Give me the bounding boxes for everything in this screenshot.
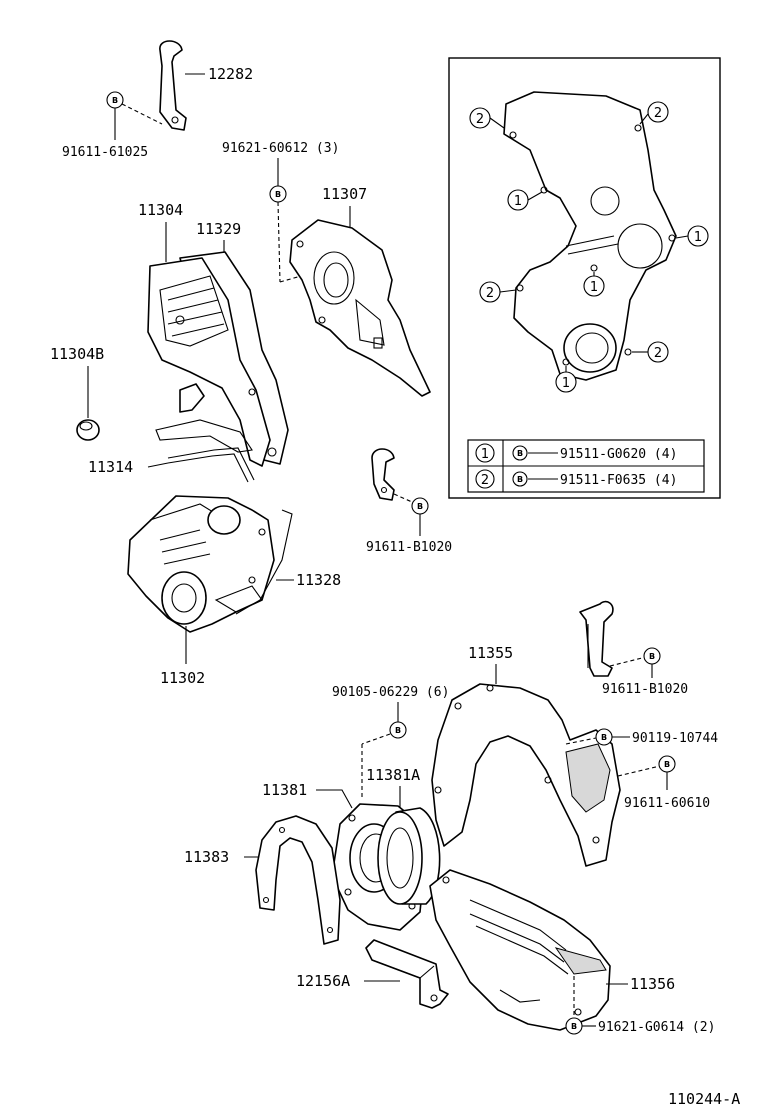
gasket-11328: [235, 509, 294, 615]
svg-text:2: 2: [654, 346, 662, 361]
label-12156A: 12156A: [296, 972, 350, 990]
svg-text:1: 1: [514, 194, 522, 209]
svg-text:2: 2: [654, 106, 662, 121]
svg-text:B: B: [417, 502, 423, 511]
bolt-91611-61025: B: [106, 91, 163, 140]
label-91611-60610: 91611-60610: [624, 796, 710, 811]
svg-text:B: B: [601, 733, 607, 742]
label-91611-B1020-a: 91611-B1020: [366, 540, 452, 555]
rear-cover-11307: [289, 219, 431, 397]
svg-text:2: 2: [476, 112, 484, 127]
inset-frame: [448, 57, 721, 499]
inset-callout: 1: [507, 189, 529, 211]
svg-text:B: B: [571, 1022, 577, 1031]
plate-11355: [431, 683, 621, 867]
gasket-11383: [255, 815, 341, 945]
label-11329: 11329: [196, 220, 241, 238]
svg-text:B: B: [275, 190, 281, 199]
legend-part: 91511-G0620 (4): [560, 447, 677, 462]
svg-text:1: 1: [562, 376, 570, 391]
bolt-symbol: B: [112, 96, 118, 105]
label-11356: 11356: [630, 975, 675, 993]
plug-11304B: [76, 419, 100, 441]
legend-row: 1 B 91511-G0620 (4): [475, 443, 677, 463]
svg-text:1: 1: [590, 280, 598, 295]
gasket-11314: [167, 447, 255, 483]
inset-legend: 1 B 91511-G0620 (4) 2 B 91511-F0635 (4): [467, 439, 705, 493]
svg-text:2: 2: [486, 286, 494, 301]
bracket-91611-b1020-a: B: [371, 448, 429, 536]
inset-callout: 2: [469, 107, 491, 129]
inset-callout: 1: [583, 275, 605, 297]
inset-callout: 1: [555, 371, 577, 393]
label-11383: 11383: [184, 848, 229, 866]
legend-row: 2 B 91511-F0635 (4): [475, 469, 677, 489]
svg-text:B: B: [664, 760, 670, 769]
label-91611-B1020-b: 91611-B1020: [602, 682, 688, 697]
label-12282: 12282: [208, 65, 253, 83]
inset-callout: 1: [687, 225, 709, 247]
bolt-91621-G0614: B: [565, 976, 596, 1035]
bolt-90119-10744: B: [565, 728, 630, 746]
label-91611-61025: 91611-61025: [62, 145, 148, 160]
svg-text:B: B: [517, 475, 523, 484]
inset-callout: 2: [647, 101, 669, 123]
label-11328: 11328: [296, 571, 341, 589]
oil-seal-11381A: [377, 807, 441, 905]
bracket-12282: [159, 40, 205, 131]
upper-cover-11304: [147, 251, 289, 467]
label-11307: 11307: [322, 185, 367, 203]
diagram-id: 110244-A: [668, 1090, 740, 1108]
label-11381A: 11381A: [366, 766, 420, 784]
label-91621-60612: 91621-60612 (3): [222, 141, 339, 156]
svg-text:1: 1: [694, 230, 702, 245]
label-11304: 11304: [138, 201, 183, 219]
legend-part: 91511-F0635 (4): [560, 473, 677, 488]
label-11355: 11355: [468, 644, 513, 662]
label-90119-10744: 90119-10744: [632, 731, 718, 746]
bolt-91621-60612: B: [269, 158, 309, 283]
lower-cover-11302: [127, 495, 275, 633]
label-11381: 11381: [262, 781, 307, 799]
svg-text:1: 1: [481, 447, 489, 462]
bolt-90105-06229: B: [361, 702, 407, 800]
label-90105-06229: 90105-06229 (6): [332, 685, 449, 700]
svg-text:2: 2: [481, 473, 489, 488]
bolt-91611-60610: B: [617, 755, 676, 790]
bracket-91611-b1020-b: B: [579, 600, 661, 678]
svg-text:B: B: [649, 652, 655, 661]
svg-text:B: B: [517, 449, 523, 458]
label-11304B: 11304B: [50, 345, 104, 363]
label-91621-G0614: 91621-G0614 (2): [598, 1020, 715, 1035]
label-11302: 11302: [160, 669, 205, 687]
inset-callout: 2: [479, 281, 501, 303]
svg-text:B: B: [395, 726, 401, 735]
inset-callout: 2: [647, 341, 669, 363]
plate-11356: [429, 869, 611, 1031]
bracket-12156A: [365, 939, 449, 1009]
label-11314: 11314: [88, 458, 133, 476]
